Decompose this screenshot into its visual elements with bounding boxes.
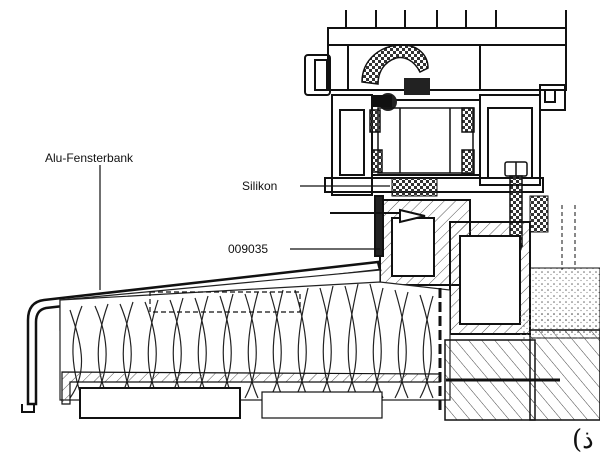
sash-profile xyxy=(369,107,475,175)
label-alu-fensterbank: Alu-Fensterbank xyxy=(45,151,134,165)
sill-bracket xyxy=(149,291,301,313)
top-gasket xyxy=(361,44,430,111)
label-silikon: Silikon xyxy=(242,179,277,193)
sill-drip-edge xyxy=(21,404,35,413)
masonry-and-timber xyxy=(438,288,600,421)
bottom-frame-box xyxy=(79,387,241,419)
silicone-seal xyxy=(391,177,438,197)
sill-adapter-profile xyxy=(330,195,531,335)
bottom-frame-inner xyxy=(261,391,383,419)
corner-glyph: (ﺫ xyxy=(572,425,594,455)
label-leaders xyxy=(99,165,390,290)
label-009035: 009035 xyxy=(228,242,268,256)
